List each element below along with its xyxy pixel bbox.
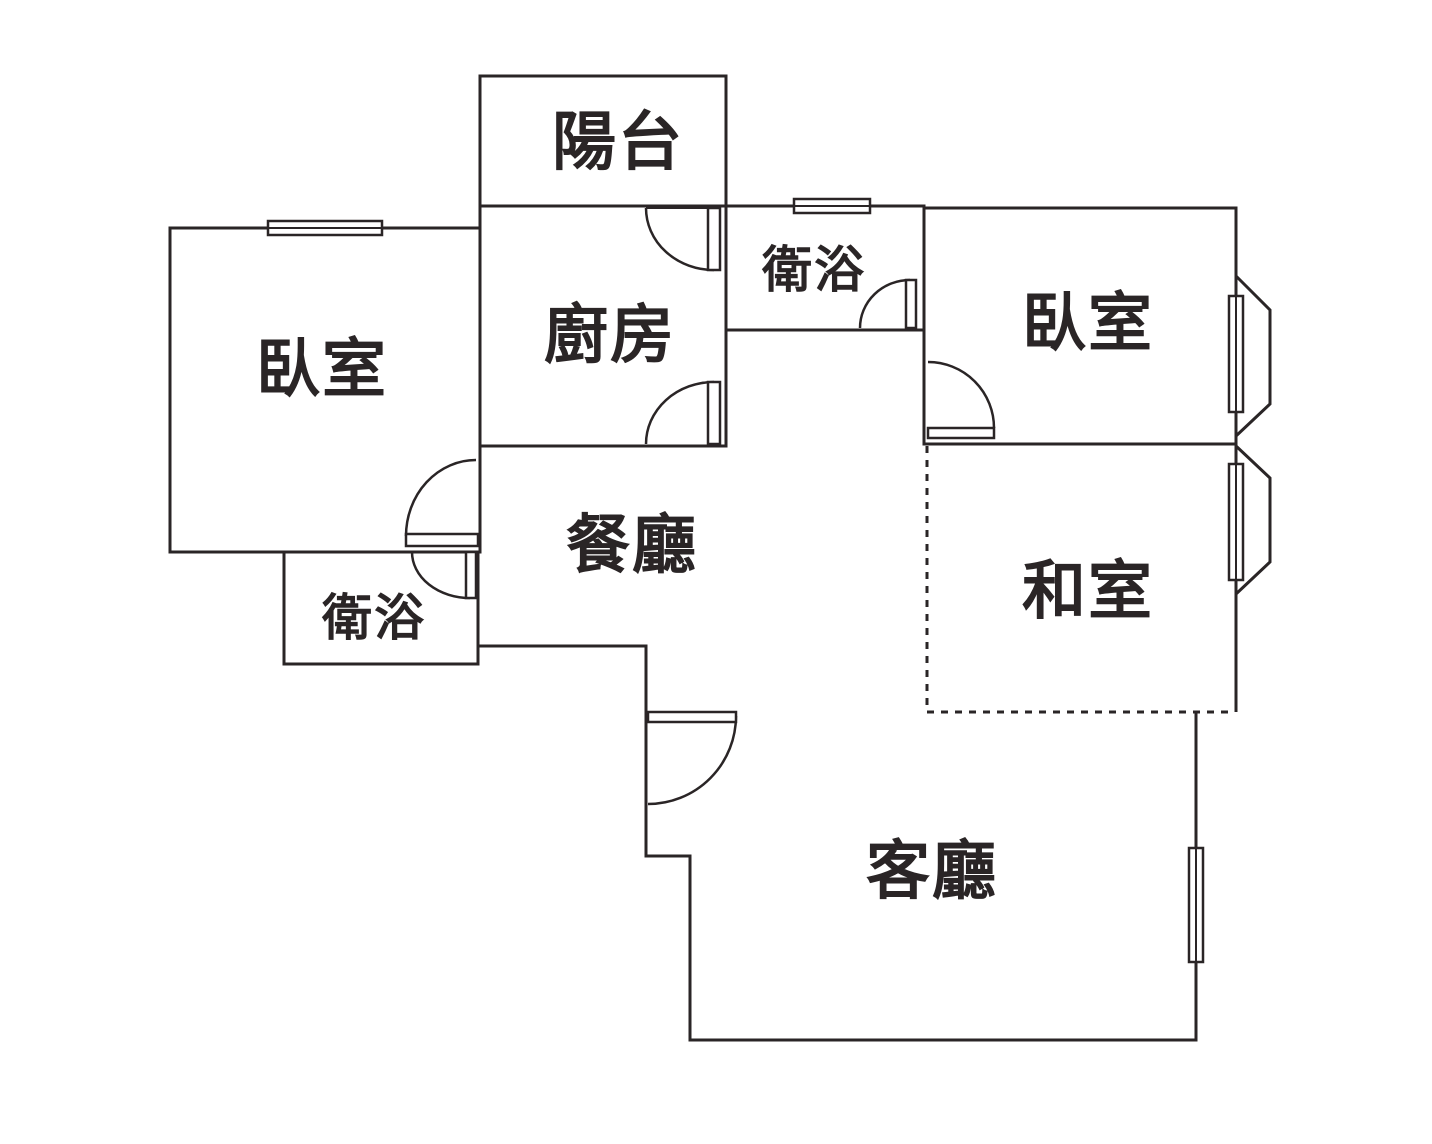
label-bath-upper: 衛浴 [761, 241, 866, 299]
window-living [1187, 846, 1205, 964]
door-living [646, 710, 738, 806]
walls [168, 74, 1238, 1042]
label-japanese-room: 和室 [1022, 555, 1154, 629]
label-living: 客廳 [866, 835, 998, 909]
door-bedroom-left [404, 458, 480, 548]
label-bath-lower: 衛浴 [321, 589, 426, 647]
label-kitchen: 廚房 [544, 299, 676, 373]
label-balcony: 陽台 [552, 106, 684, 180]
door-bath-lower [410, 550, 478, 600]
label-bedroom-right: 臥室 [1022, 287, 1154, 361]
doors [404, 206, 996, 806]
label-bedroom-left: 臥室 [256, 333, 388, 407]
door-bedroom-right [926, 360, 996, 440]
door-kitchen-lower [644, 380, 722, 446]
door-bath-upper [858, 278, 918, 330]
room-labels: 陽台 廚房 衛浴 臥室 臥室 和室 餐廳 衛浴 客廳 [256, 106, 1154, 909]
bay-window-bedroom-right [1227, 274, 1272, 438]
windows [266, 197, 1272, 964]
window-bedroom-left [266, 219, 384, 237]
bay-window-japanese-room [1227, 444, 1272, 596]
bath-lower-wall [282, 550, 480, 666]
label-dining: 餐廳 [566, 509, 698, 583]
dining-living-wall [478, 644, 1198, 1042]
window-bath-upper [792, 197, 872, 215]
door-kitchen-upper [644, 206, 722, 272]
